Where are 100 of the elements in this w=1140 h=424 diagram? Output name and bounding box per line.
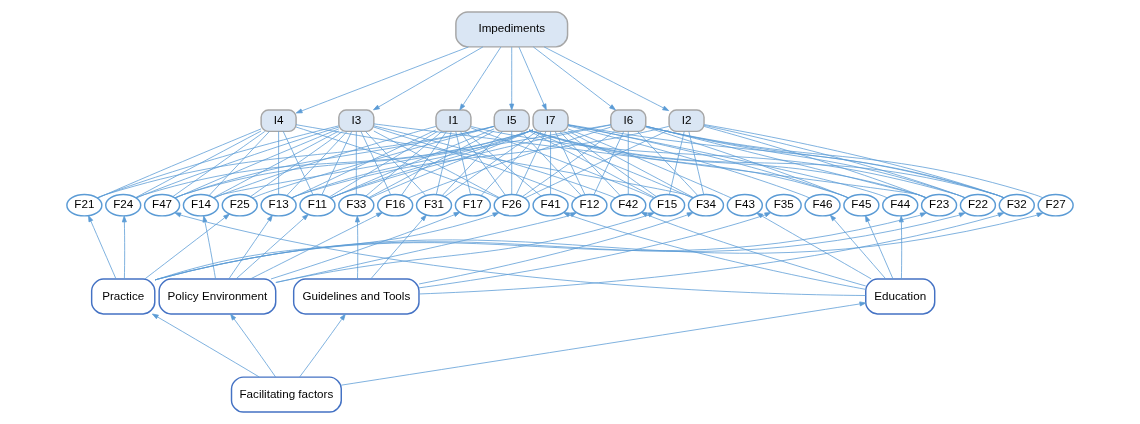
arrow — [640, 212, 867, 287]
arrow — [829, 214, 887, 280]
connector — [175, 128, 340, 199]
connector — [330, 128, 495, 199]
arrow — [235, 214, 309, 280]
connector — [593, 131, 625, 196]
connector — [250, 131, 343, 198]
node-ellipse: F13 — [260, 193, 297, 217]
connector — [459, 131, 506, 196]
arrow — [533, 46, 616, 111]
connector — [295, 126, 500, 199]
connector — [365, 131, 443, 197]
connector — [511, 131, 513, 195]
connector — [515, 131, 547, 196]
connector — [470, 126, 966, 199]
node-box: I1 — [435, 109, 472, 133]
connector — [480, 131, 542, 197]
arrow — [230, 313, 277, 378]
arrow — [509, 46, 515, 111]
connector — [282, 131, 314, 196]
connector — [529, 129, 693, 199]
arrow — [865, 215, 894, 280]
arrow — [152, 313, 260, 378]
connector — [365, 131, 427, 197]
connector — [520, 131, 582, 197]
arrow — [355, 215, 360, 280]
connector — [373, 126, 577, 199]
connector — [550, 131, 551, 195]
connector — [703, 126, 927, 199]
node-box: I6 — [610, 109, 647, 133]
node-box: Impediments — [455, 11, 569, 48]
connector — [172, 131, 266, 198]
connector — [567, 130, 694, 198]
arrow — [144, 213, 230, 280]
arrow — [275, 212, 577, 283]
node-box: Education — [865, 278, 936, 315]
connector — [330, 129, 534, 199]
connector — [455, 131, 471, 195]
arrow — [121, 215, 127, 280]
node-ellipse: F33 — [338, 193, 375, 217]
connector — [328, 131, 438, 198]
arrow — [563, 212, 866, 290]
connector — [213, 130, 340, 198]
connector — [355, 131, 357, 195]
arrow — [373, 46, 484, 111]
connector — [213, 126, 437, 199]
connector — [688, 131, 705, 195]
connector — [252, 126, 495, 199]
connector — [291, 129, 534, 199]
node-box: Facilitating factors — [230, 376, 342, 413]
connector — [135, 130, 262, 198]
connector — [96, 126, 495, 199]
connector — [373, 123, 927, 199]
connector — [286, 131, 348, 197]
arrow — [543, 46, 670, 111]
node-ellipse: F44 — [882, 193, 919, 217]
arrow — [295, 46, 469, 114]
connector — [208, 131, 270, 197]
connector — [669, 131, 685, 195]
node-ellipse: F31 — [415, 193, 453, 217]
connector — [470, 127, 654, 199]
connector — [564, 131, 657, 198]
node-box: Policy Environment — [158, 278, 277, 315]
connector — [528, 130, 655, 198]
connector — [373, 125, 616, 199]
connector — [567, 128, 732, 199]
arrow — [518, 46, 547, 111]
arrow — [756, 212, 872, 280]
arrow — [228, 215, 273, 280]
connector — [645, 126, 849, 199]
connector — [407, 126, 612, 199]
node-ellipse: F25 — [221, 193, 258, 217]
node-box: Guidelines and Tools — [292, 278, 420, 315]
node-ellipse: F11 — [299, 193, 336, 217]
arrow — [88, 215, 117, 280]
node-box: I5 — [493, 109, 530, 133]
arrow — [418, 212, 1005, 295]
node-ellipse: F14 — [182, 193, 220, 217]
connector — [360, 131, 392, 196]
node-ellipse: F45 — [843, 193, 880, 217]
arrow — [299, 313, 346, 378]
node-box: I3 — [338, 109, 375, 133]
connector — [444, 131, 538, 198]
arrow — [418, 212, 694, 285]
node-ellipse: F46 — [804, 193, 841, 217]
node-ellipse: F24 — [105, 193, 142, 217]
arrow — [250, 212, 383, 280]
connector — [278, 131, 279, 195]
connector — [524, 129, 670, 199]
connector — [401, 131, 447, 196]
node-box: Practice — [90, 278, 156, 315]
arrow — [898, 215, 904, 280]
connector — [135, 126, 340, 199]
arrow — [202, 215, 216, 280]
connector — [330, 124, 612, 199]
arrow — [370, 214, 427, 280]
node-ellipse: F21 — [66, 193, 103, 217]
connector — [435, 131, 452, 195]
connector — [97, 128, 262, 199]
connector — [321, 131, 353, 196]
